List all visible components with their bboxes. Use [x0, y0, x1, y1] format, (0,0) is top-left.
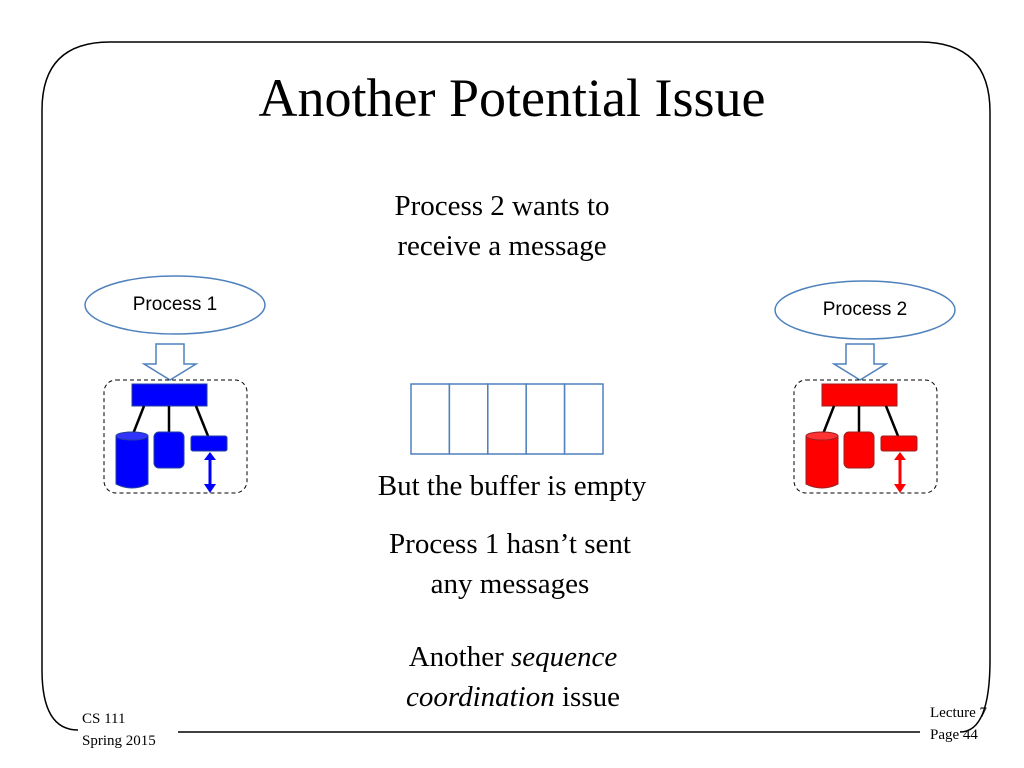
footer-right: Lecture 7 Page 44 — [930, 702, 987, 746]
buffer-slot — [525, 383, 566, 455]
reason-line-2: any messages — [430, 568, 590, 600]
process-2-label: Process 2 — [822, 299, 908, 320]
buffer-slot — [448, 383, 489, 455]
conclusion-line-2: coordination issue — [300, 677, 726, 717]
buffer-slot — [410, 383, 451, 455]
buffer-slot — [487, 383, 527, 455]
caption-top: Process 2 wants to receive a message — [300, 186, 704, 266]
slide-title: Another Potential Issue — [258, 68, 766, 128]
process-1-label: Process 1 — [132, 294, 218, 315]
conclusion-emphasis-2: coordination — [405, 681, 555, 713]
footer-lecture: Lecture 7 — [930, 705, 988, 721]
conclusion-text: Another sequence coordination issue — [300, 637, 726, 717]
footer-term: Spring 2015 — [82, 733, 156, 749]
footer-course: CS 111 — [82, 711, 126, 727]
message-buffer — [410, 383, 604, 455]
reason-text: Process 1 hasn’t sent any messages — [300, 524, 720, 604]
buffer-status: But the buffer is empty — [377, 470, 647, 502]
process-1-bubble — [84, 275, 266, 335]
caption-top-line-1: Process 2 wants to — [394, 190, 610, 222]
process-2-structure-icon — [793, 343, 938, 494]
conclusion-line-1: Another sequence — [300, 637, 726, 677]
footer-page: Page 44 — [930, 727, 978, 743]
process-2-bubble — [774, 280, 956, 340]
process-1-structure-icon — [103, 343, 248, 494]
conclusion-prefix: Another — [408, 641, 511, 673]
buffer-slot — [563, 383, 604, 455]
footer-left: CS 111 Spring 2015 — [82, 708, 156, 752]
caption-top-line-2: receive a message — [397, 230, 607, 262]
conclusion-suffix: issue — [554, 681, 620, 713]
reason-line-1: Process 1 hasn’t sent — [389, 528, 631, 560]
conclusion-emphasis-1: sequence — [511, 641, 618, 673]
